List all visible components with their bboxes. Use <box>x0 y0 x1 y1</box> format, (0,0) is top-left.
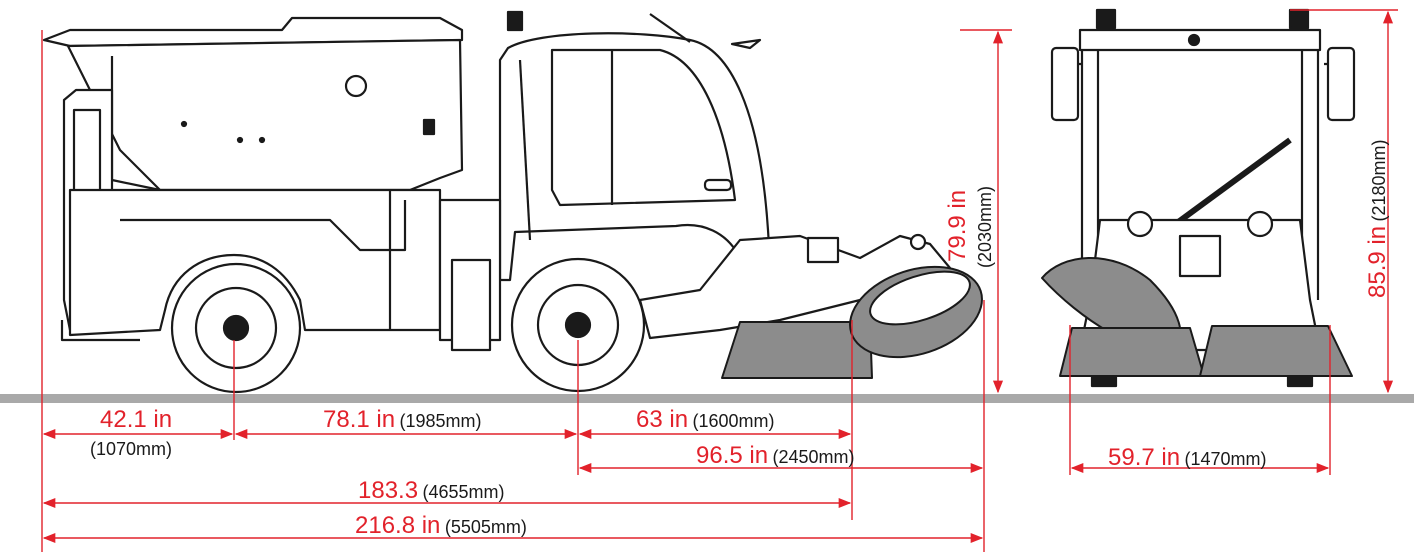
lower-chassis <box>68 188 442 337</box>
front-height-imperial: 85.9 in <box>1364 225 1391 298</box>
side-height-label: 79.9 in <box>944 189 971 262</box>
length-to-brush-label: 183.3 (4655mm) <box>358 479 505 503</box>
cab-window <box>550 48 737 207</box>
front-axle-to-brush-imperial: 63 in <box>636 406 689 433</box>
front-height-metric: (2180mm) <box>1369 139 1389 222</box>
rear-overhang-imperial: 42.1 in <box>100 406 173 433</box>
front-width-label: 59.7 in (1470mm) <box>1108 446 1267 470</box>
rear-overhang-metric: (1070mm) <box>90 439 173 459</box>
length-to-brush-imperial: 183.3 <box>358 477 419 504</box>
front-view-brushes <box>1041 257 1353 377</box>
front-width-metric: (1470mm) <box>1184 449 1267 469</box>
side-height-metric: (2030mm) <box>975 185 995 268</box>
side-height-imperial: 79.9 in <box>944 189 971 262</box>
overall-length-imperial: 216.8 in <box>355 512 441 539</box>
beacon-light-right <box>1288 8 1310 30</box>
overall-length-metric: (5505mm) <box>444 517 527 537</box>
front-bottom-brush-left <box>1059 327 1205 377</box>
mirror-right <box>1326 46 1356 122</box>
hopper-body <box>66 38 464 192</box>
front-axle-to-front-label: 96.5 in (2450mm) <box>696 444 855 468</box>
side-height-metric-wrap: (2030mm) <box>975 185 995 268</box>
dimension-lines <box>41 9 1398 552</box>
front-axle-to-front-metric: (2450mm) <box>772 447 855 467</box>
side-view-sweeper <box>42 10 952 394</box>
side-main-brush <box>721 321 873 379</box>
front-width-imperial: 59.7 in <box>1108 444 1181 471</box>
length-to-brush-metric: (4655mm) <box>422 482 505 502</box>
beacon-light-side <box>506 10 524 32</box>
hopper-badge <box>344 74 368 98</box>
front-axle-to-brush-label: 63 in (1600mm) <box>636 408 775 432</box>
side-view-brushes <box>721 265 983 379</box>
overall-length-label: 216.8 in (5505mm) <box>355 514 527 538</box>
front-axle-to-front-imperial: 96.5 in <box>696 442 769 469</box>
cab-handle <box>703 178 733 192</box>
front-height-label: 85.9 in (2180mm) <box>1364 139 1391 298</box>
front-mechanics <box>638 234 952 340</box>
hopper-latch <box>422 118 436 136</box>
ground-line <box>0 394 1414 403</box>
wheelbase-metric: (1985mm) <box>399 411 482 431</box>
front-axle-to-brush-metric: (1600mm) <box>692 411 775 431</box>
beacon-light-left <box>1095 8 1117 30</box>
front-bottom-brush-right <box>1199 325 1353 377</box>
mirror-left <box>1050 46 1080 122</box>
wheelbase-label: 78.1 in (1985mm) <box>323 408 482 432</box>
wheelbase-imperial: 78.1 in <box>323 406 396 433</box>
